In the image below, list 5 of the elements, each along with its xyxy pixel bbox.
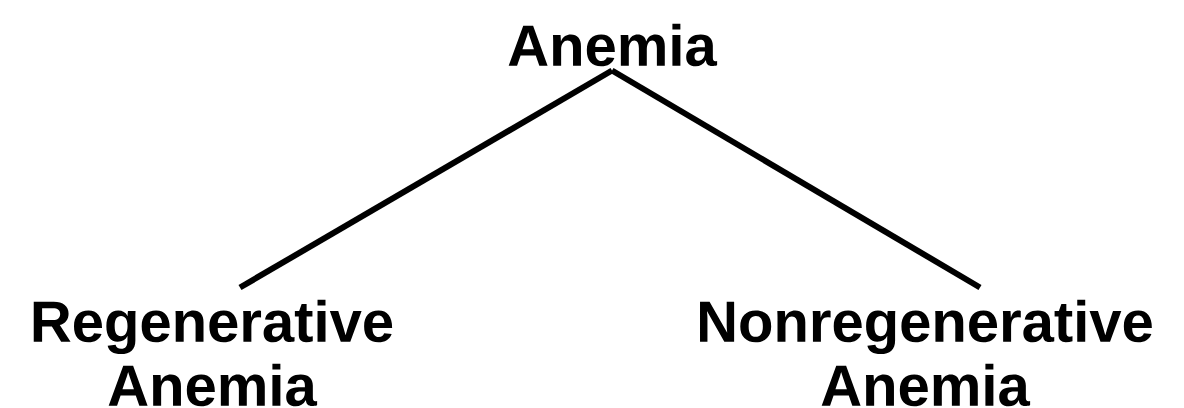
node-label: Nonregenerative Anemia [700, 299, 1152, 407]
node-label: Regenerative Anemia [33, 299, 393, 407]
node-label: Anemia [508, 23, 718, 67]
connector-line [238, 67, 614, 291]
connector-line [610, 67, 982, 291]
